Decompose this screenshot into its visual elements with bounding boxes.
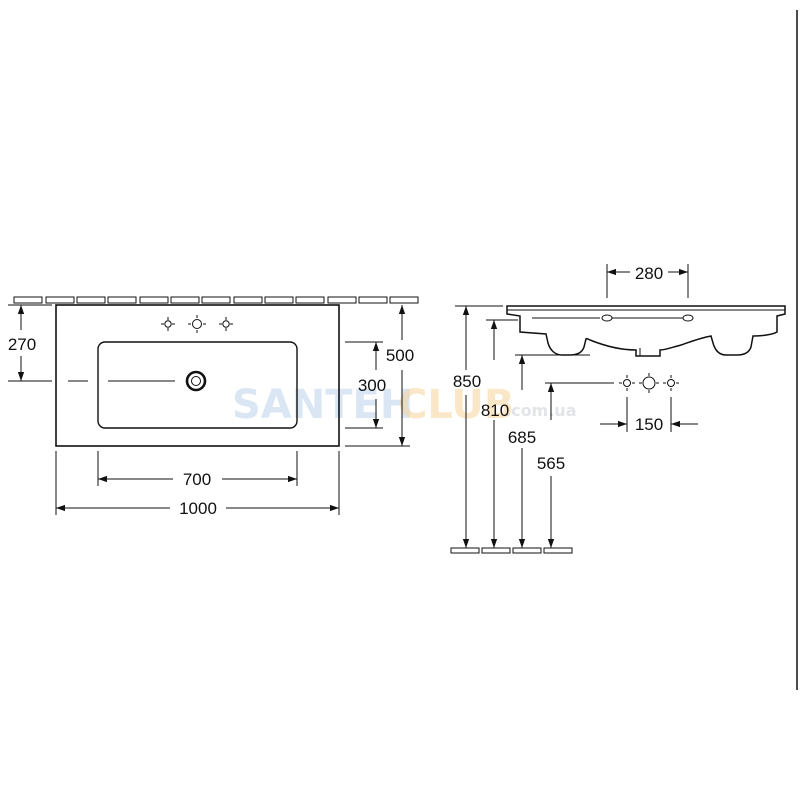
dim-label-280: 280: [635, 264, 663, 283]
watermark-part3: .com.ua: [505, 401, 577, 420]
dim-label-700: 700: [183, 470, 211, 489]
tap-hole-icon: [188, 315, 206, 333]
top-view: [8, 296, 419, 515]
tap-hole-icon: [682, 314, 694, 322]
dim-label-850: 850: [453, 372, 481, 391]
watermark: SANTEH CLUB .com.ua: [232, 382, 577, 428]
watermark-part1: SANTEH: [232, 382, 413, 428]
tap-hole-icon: [161, 317, 175, 331]
basin-profile: [506, 305, 786, 357]
dim-label-150: 150: [635, 415, 663, 434]
tap-hole-icon: [639, 373, 659, 393]
tap-hole-icon: [219, 317, 233, 331]
tap-hole-icon: [619, 375, 635, 391]
dim-label-1000: 1000: [179, 499, 217, 518]
dim-label-685: 685: [508, 428, 536, 447]
dim-label-270: 270: [8, 335, 36, 354]
tap-hole-icon: [601, 314, 613, 322]
bowl-outline: [97, 341, 298, 429]
dim-label-810: 810: [481, 401, 509, 420]
watermark-part2: CLUB: [398, 382, 514, 428]
side-view: [450, 264, 786, 554]
floor-tiles: [450, 547, 573, 554]
dim-label-565: 565: [537, 454, 565, 473]
basin-outline: [55, 304, 340, 447]
drain-icon: [185, 370, 207, 392]
wall-tiles: [13, 296, 419, 304]
dim-label-500: 500: [386, 346, 414, 365]
dim-label-300: 300: [358, 376, 386, 395]
tap-hole-icon: [663, 375, 679, 391]
